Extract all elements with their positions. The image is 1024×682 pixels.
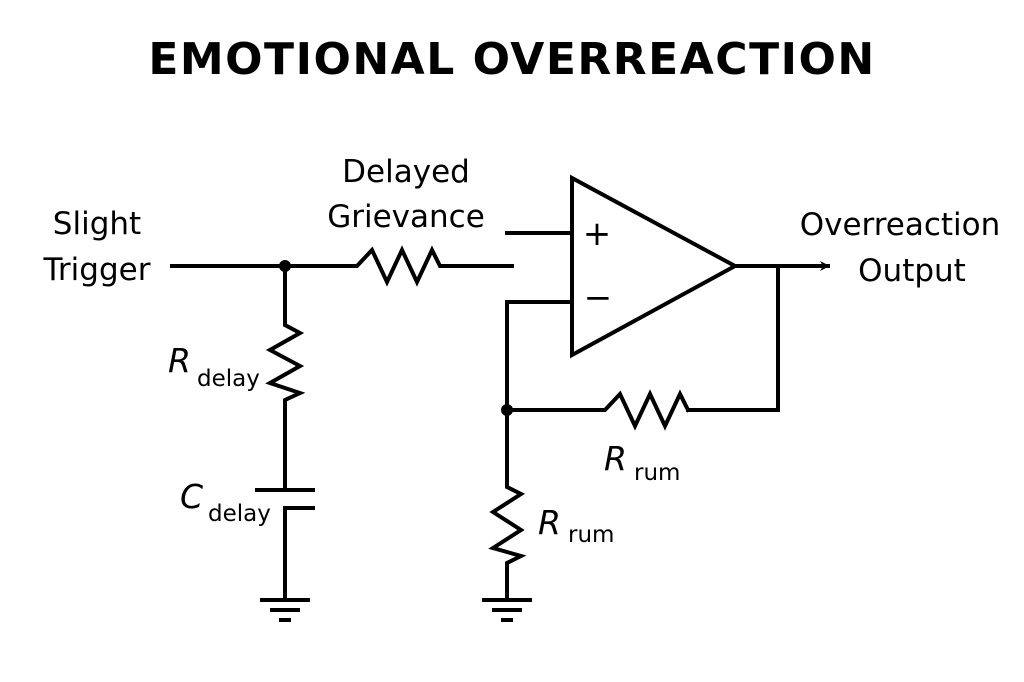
opamp-plus-sign: + — [583, 214, 612, 254]
inverting-input-wire — [505, 300, 574, 412]
input-label-line1: Slight — [53, 206, 141, 242]
output-label-line1: Overreaction — [800, 207, 1001, 243]
r-rum-feedback-symbol: R — [604, 439, 627, 478]
r-delay-subscript: delay — [197, 366, 260, 392]
c-delay-subscript: delay — [208, 501, 271, 527]
r-delay-resistor — [265, 264, 306, 492]
ground-icon-left — [260, 598, 310, 622]
input-label-line2: Trigger — [43, 252, 151, 288]
r-rum-ground-subscript: rum — [568, 522, 614, 548]
feedback-wire — [686, 264, 780, 412]
op-amp — [570, 174, 740, 359]
r-rum-feedback-subscript: rum — [634, 460, 680, 486]
r-rum-feedback-resistor — [505, 389, 691, 431]
delayed-grievance-resistor — [348, 245, 514, 287]
diagram-title: EMOTIONAL OVERREACTION — [148, 34, 876, 85]
c-delay-plate-bottom — [283, 506, 315, 602]
output-label-line2: Output — [858, 253, 966, 289]
series-label-line2: Grievance — [327, 199, 485, 235]
r-rum-ground-symbol: R — [538, 503, 561, 542]
series-label-line1: Delayed — [342, 154, 470, 190]
c-delay-symbol: C — [180, 477, 203, 516]
r-delay-symbol: R — [168, 341, 191, 380]
ground-icon-right — [482, 598, 532, 622]
opamp-minus-sign: − — [584, 278, 613, 318]
r-rum-ground-resistor — [488, 408, 527, 602]
